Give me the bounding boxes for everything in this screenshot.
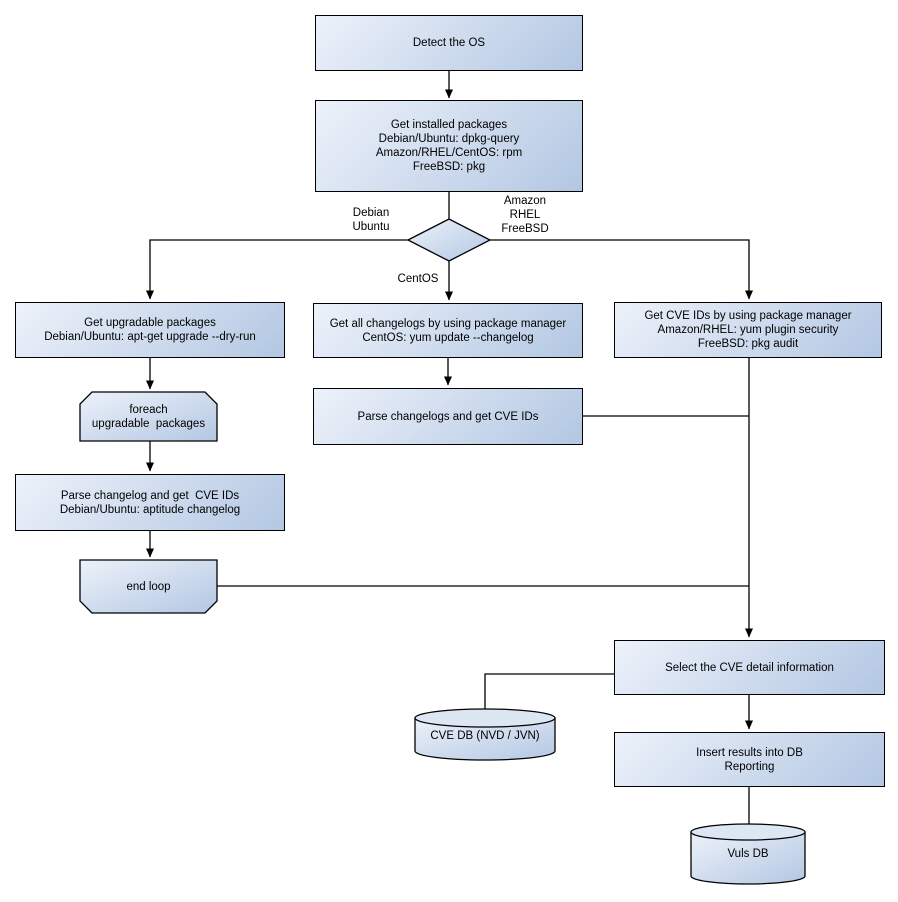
node-detect-os: Detect the OS — [315, 15, 583, 71]
cve-db-cylinder-body — [414, 717, 556, 761]
node-insert-results: Insert results into DB Reporting — [614, 732, 885, 787]
cve-db-cylinder-top — [414, 708, 556, 728]
vuls-db-cylinder-body — [690, 831, 806, 885]
node-select-cve-detail-label: Select the CVE detail information — [665, 661, 834, 674]
node-detect-os-label: Detect the OS — [412, 37, 486, 49]
node-get-cve-ids-pkg-manager: Get CVE IDs by using package manager Ama… — [614, 302, 882, 358]
node-select-cve-detail: Select the CVE detail information — [614, 640, 885, 695]
node-get-cve-ids-pkg-manager-label: Get CVE IDs by using package manager Ama… — [644, 310, 852, 350]
node-get-installed-packages-label: Get installed packages Debian/Ubuntu: dp… — [375, 119, 523, 173]
node-get-all-changelogs: Get all changelogs by using package mana… — [313, 303, 583, 358]
connector-decision-to-upgradable — [146, 239, 408, 300]
node-parse-changelogs-label: Parse changelogs and get CVE IDs — [357, 410, 539, 423]
node-insert-results-label: Insert results into DB Reporting — [696, 746, 803, 773]
node-get-upgradable-packages-label: Get upgradable packages Debian/Ubuntu: a… — [44, 317, 256, 343]
foreach-loop-shape — [79, 391, 218, 442]
os-decision-diamond — [406, 218, 492, 262]
node-parse-changelog-debian: Parse changelog and get CVE IDs Debian/U… — [15, 474, 285, 531]
connector-decision-to-getcveids — [490, 239, 753, 300]
node-get-upgradable-packages: Get upgradable packages Debian/Ubuntu: a… — [15, 302, 285, 358]
connector-select-to-cvedb — [484, 673, 614, 709]
node-parse-changelogs: Parse changelogs and get CVE IDs — [313, 388, 583, 445]
node-get-installed-packages: Get installed packages Debian/Ubuntu: dp… — [315, 100, 583, 192]
node-parse-changelog-debian-label: Parse changelog and get CVE IDs Debian/U… — [59, 489, 241, 516]
vuls-db-cylinder-top — [690, 823, 806, 841]
node-get-all-changelogs-label: Get all changelogs by using package mana… — [329, 317, 567, 344]
end-loop-shape — [79, 559, 218, 614]
